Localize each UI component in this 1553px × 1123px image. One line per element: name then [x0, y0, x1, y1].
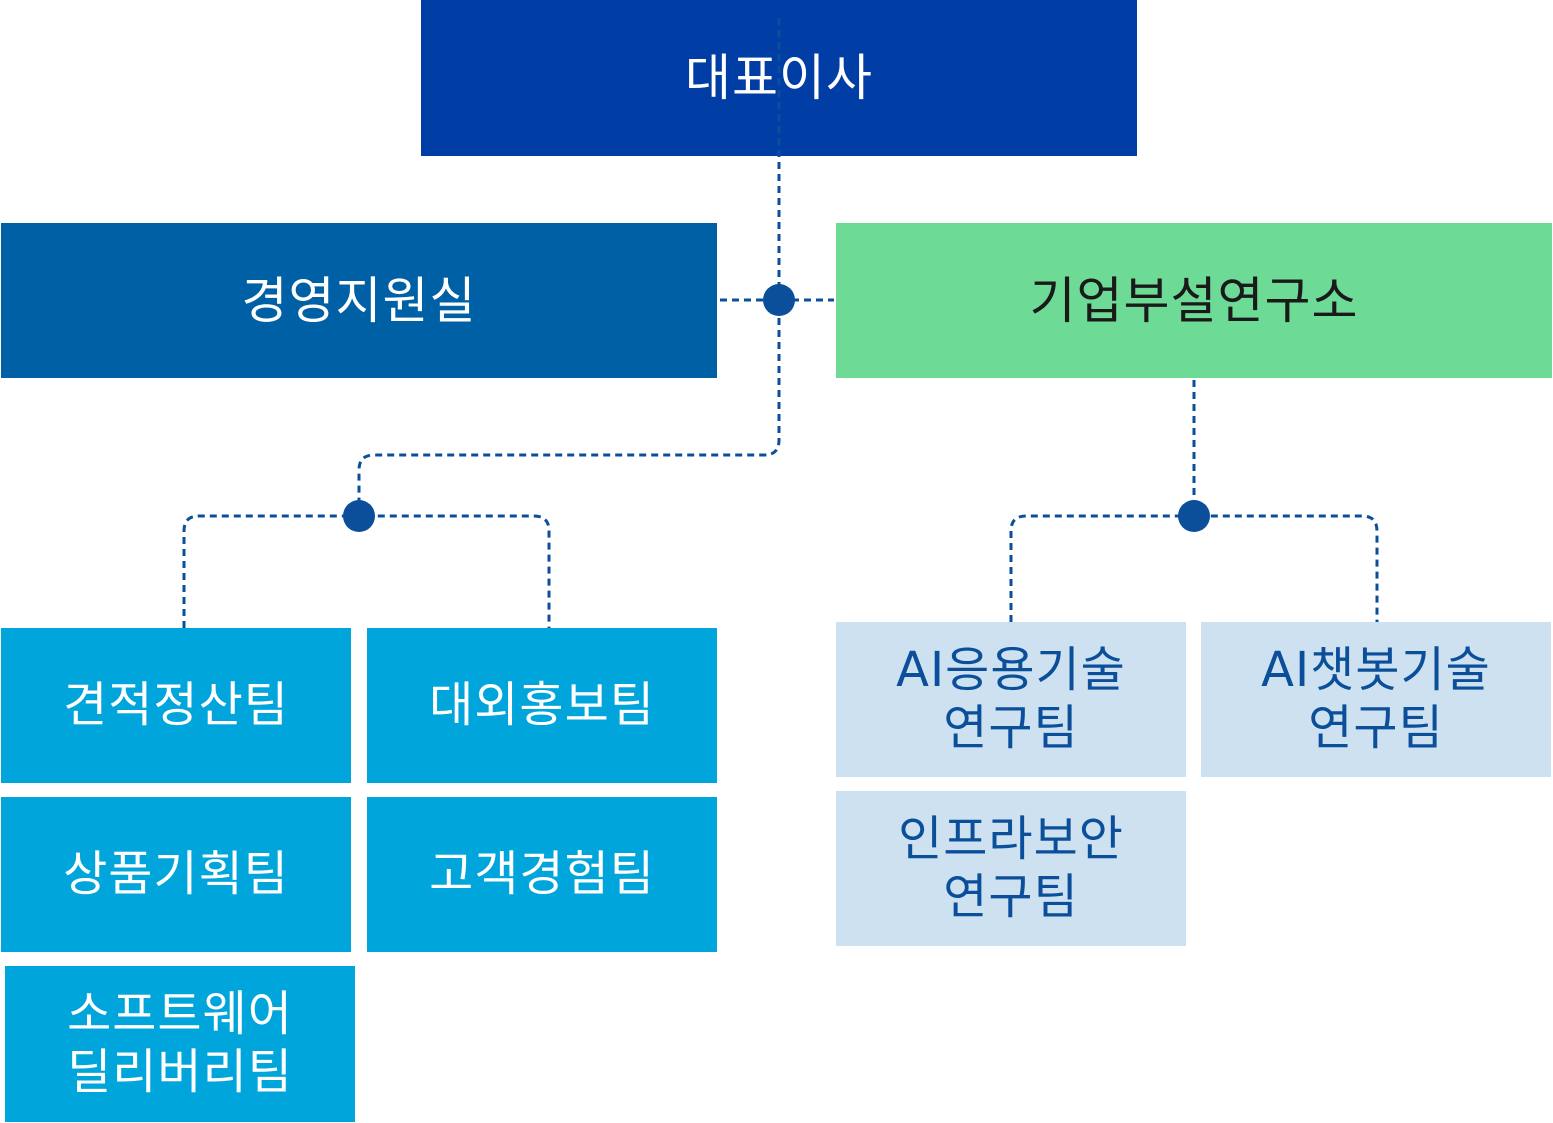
- team-box-ai-application-research: AI응용기술 연구팀: [836, 622, 1186, 777]
- team-box-customer-experience: 고객경험팀: [367, 797, 717, 952]
- junction-dot-management: [343, 500, 375, 532]
- management-support-office-label: 경영지원실: [241, 271, 477, 330]
- connector-management-branch: [182, 514, 551, 628]
- team-label: 소프트웨어 딜리버리팀: [67, 986, 293, 1100]
- management-support-office-box: 경영지원실: [1, 223, 717, 378]
- team-label: 견적정산팀: [63, 676, 289, 733]
- ceo-box: 대표이사: [421, 0, 1137, 156]
- team-box-public-relations: 대외홍보팀: [367, 628, 717, 783]
- team-box-software-delivery: 소프트웨어 딜리버리팀: [5, 966, 355, 1122]
- junction-dot-center: [763, 284, 795, 316]
- team-label: AI챗봇기술 연구팀: [1261, 641, 1491, 756]
- team-label: 인프라보안 연구팀: [898, 810, 1124, 925]
- team-label: 상품기획팀: [63, 845, 289, 902]
- team-box-ai-chatbot-research: AI챗봇기술 연구팀: [1201, 622, 1551, 777]
- team-box-infra-security-research: 인프라보안 연구팀: [836, 791, 1186, 946]
- team-label: 대외홍보팀: [429, 676, 655, 733]
- team-label: 고객경험팀: [429, 845, 655, 902]
- team-box-product-planning: 상품기획팀: [1, 797, 351, 952]
- team-label: AI응용기술 연구팀: [896, 641, 1126, 756]
- ceo-label: 대표이사: [685, 49, 873, 107]
- connector-rnd-branch: [1009, 514, 1379, 622]
- research-institute-box: 기업부설연구소: [836, 223, 1552, 378]
- team-box-estimate-settlement: 견적정산팀: [1, 628, 351, 783]
- junction-dot-rnd: [1178, 500, 1210, 532]
- research-institute-label: 기업부설연구소: [1029, 271, 1359, 330]
